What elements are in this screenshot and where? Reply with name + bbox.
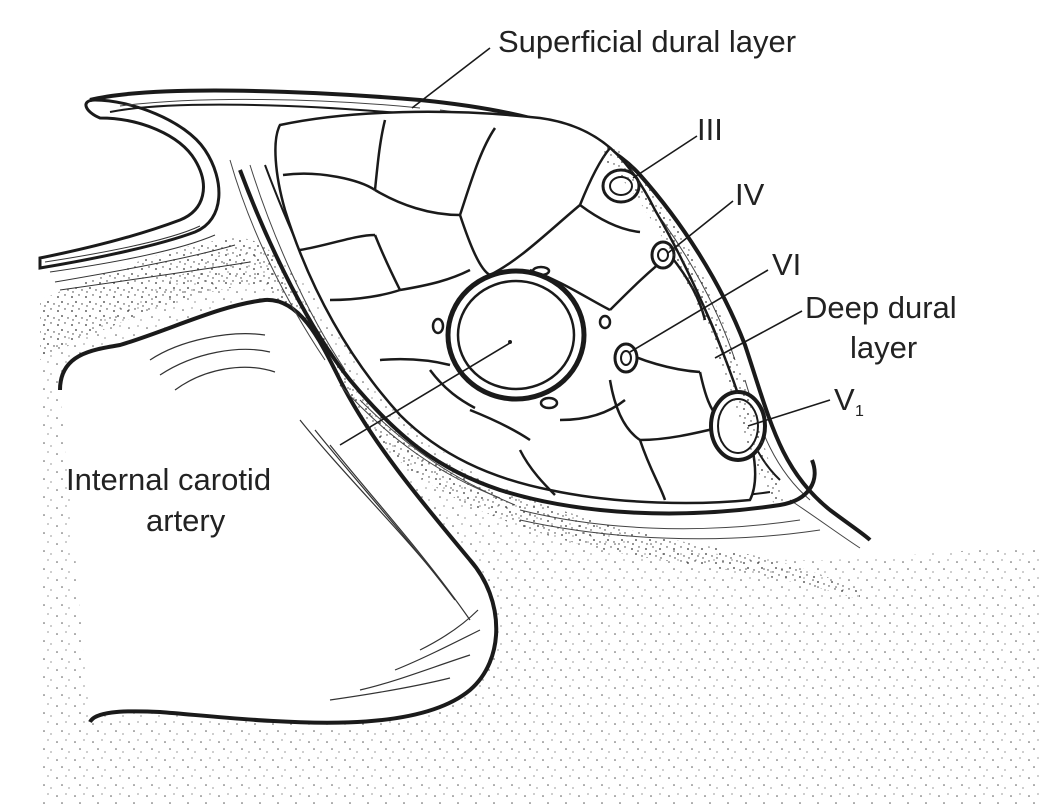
dura-upper-left-curl bbox=[40, 100, 219, 268]
label-v1-subscript: 1 bbox=[855, 403, 864, 420]
label-cn-iii: III bbox=[697, 112, 723, 147]
label-internal-carotid-line1: Internal carotid bbox=[66, 462, 271, 497]
internal-carotid-artery bbox=[448, 271, 584, 399]
label-cn-vi: VI bbox=[772, 247, 801, 282]
label-cn-iv: IV bbox=[735, 177, 765, 212]
label-internal-carotid-line2: artery bbox=[146, 503, 226, 538]
label-deep-dural-line2: layer bbox=[850, 330, 917, 365]
label-superficial-dural-layer: Superficial dural layer bbox=[498, 24, 796, 59]
label-v1: V bbox=[834, 382, 855, 417]
nerve-vi bbox=[615, 344, 637, 372]
label-deep-dural-line1: Deep dural bbox=[805, 290, 957, 325]
